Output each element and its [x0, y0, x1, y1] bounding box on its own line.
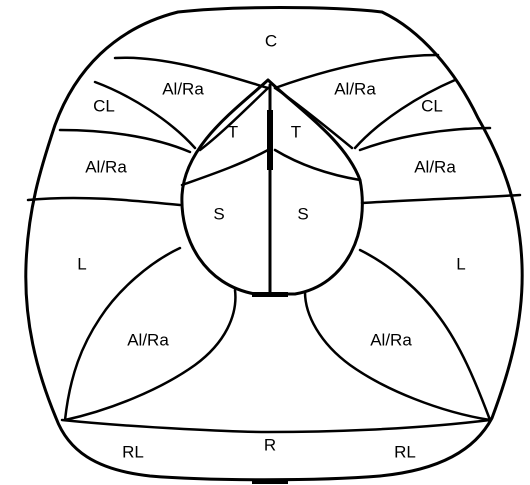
- bottom-notch: [252, 479, 288, 484]
- outer-outline: [26, 8, 522, 480]
- al-ra-mid-right-lower: [362, 195, 520, 203]
- midline-base-bar: [252, 292, 288, 297]
- label-t-left: T: [228, 122, 238, 141]
- cl-left-lower: [60, 130, 190, 152]
- label-t-right: T: [291, 122, 301, 141]
- al-ra-mid-left-lower: [28, 198, 180, 205]
- label-s-right: S: [297, 204, 308, 223]
- cl-right-lower: [360, 128, 490, 150]
- label-al-ra-low-left: Al/Ra: [127, 330, 169, 349]
- label-rl-left: RL: [122, 442, 144, 461]
- label-al-ra-top-right: Al/Ra: [334, 79, 376, 98]
- label-cl-left: CL: [93, 96, 115, 115]
- label-r: R: [264, 435, 276, 454]
- label-s-left: S: [213, 204, 224, 223]
- label-al-ra-top-left: Al/Ra: [162, 79, 204, 98]
- label-rl-right: RL: [394, 442, 416, 461]
- rl-boundary: [62, 420, 490, 432]
- label-cl-right: CL: [421, 96, 443, 115]
- midline-thick-segment: [267, 110, 273, 170]
- label-al-ra-mid-left: Al/Ra: [85, 157, 127, 176]
- label-l-left: L: [77, 254, 86, 273]
- label-al-ra-low-right: Al/Ra: [370, 330, 412, 349]
- label-l-right: L: [456, 254, 465, 273]
- label-c: C: [265, 31, 277, 50]
- label-al-ra-mid-right: Al/Ra: [414, 157, 456, 176]
